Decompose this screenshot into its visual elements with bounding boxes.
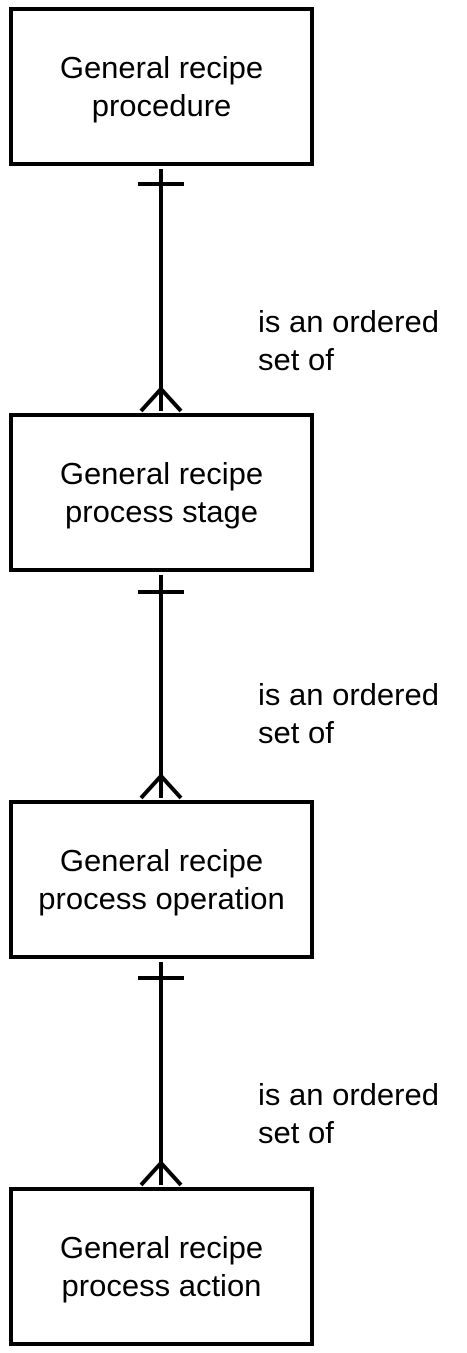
entity-general-recipe-process-action: General recipe process action [9, 1187, 314, 1346]
relationship-label: is an ordered set of [258, 677, 439, 750]
relationship-line-3 [138, 962, 184, 1187]
entity-label: General recipe process action [59, 1229, 264, 1303]
relationship-line-2 [138, 575, 184, 800]
relationship-label: is an ordered set of [258, 304, 439, 377]
entity-general-recipe-process-stage: General recipe process stage [9, 413, 314, 572]
entity-general-recipe-process-operation: General recipe process operation [9, 800, 314, 959]
crows-foot-many-icon [139, 773, 183, 800]
entity-general-recipe-procedure: General recipe procedure [9, 7, 314, 166]
relationship-line-1 [138, 169, 184, 413]
entity-label: General recipe process stage [59, 455, 264, 529]
entity-label: General recipe procedure [59, 49, 264, 123]
relationship-label: is an ordered set of [258, 1077, 439, 1150]
crows-foot-many-icon [139, 386, 183, 413]
crows-foot-many-icon [139, 1160, 183, 1187]
entity-label: General recipe process operation [38, 842, 285, 916]
